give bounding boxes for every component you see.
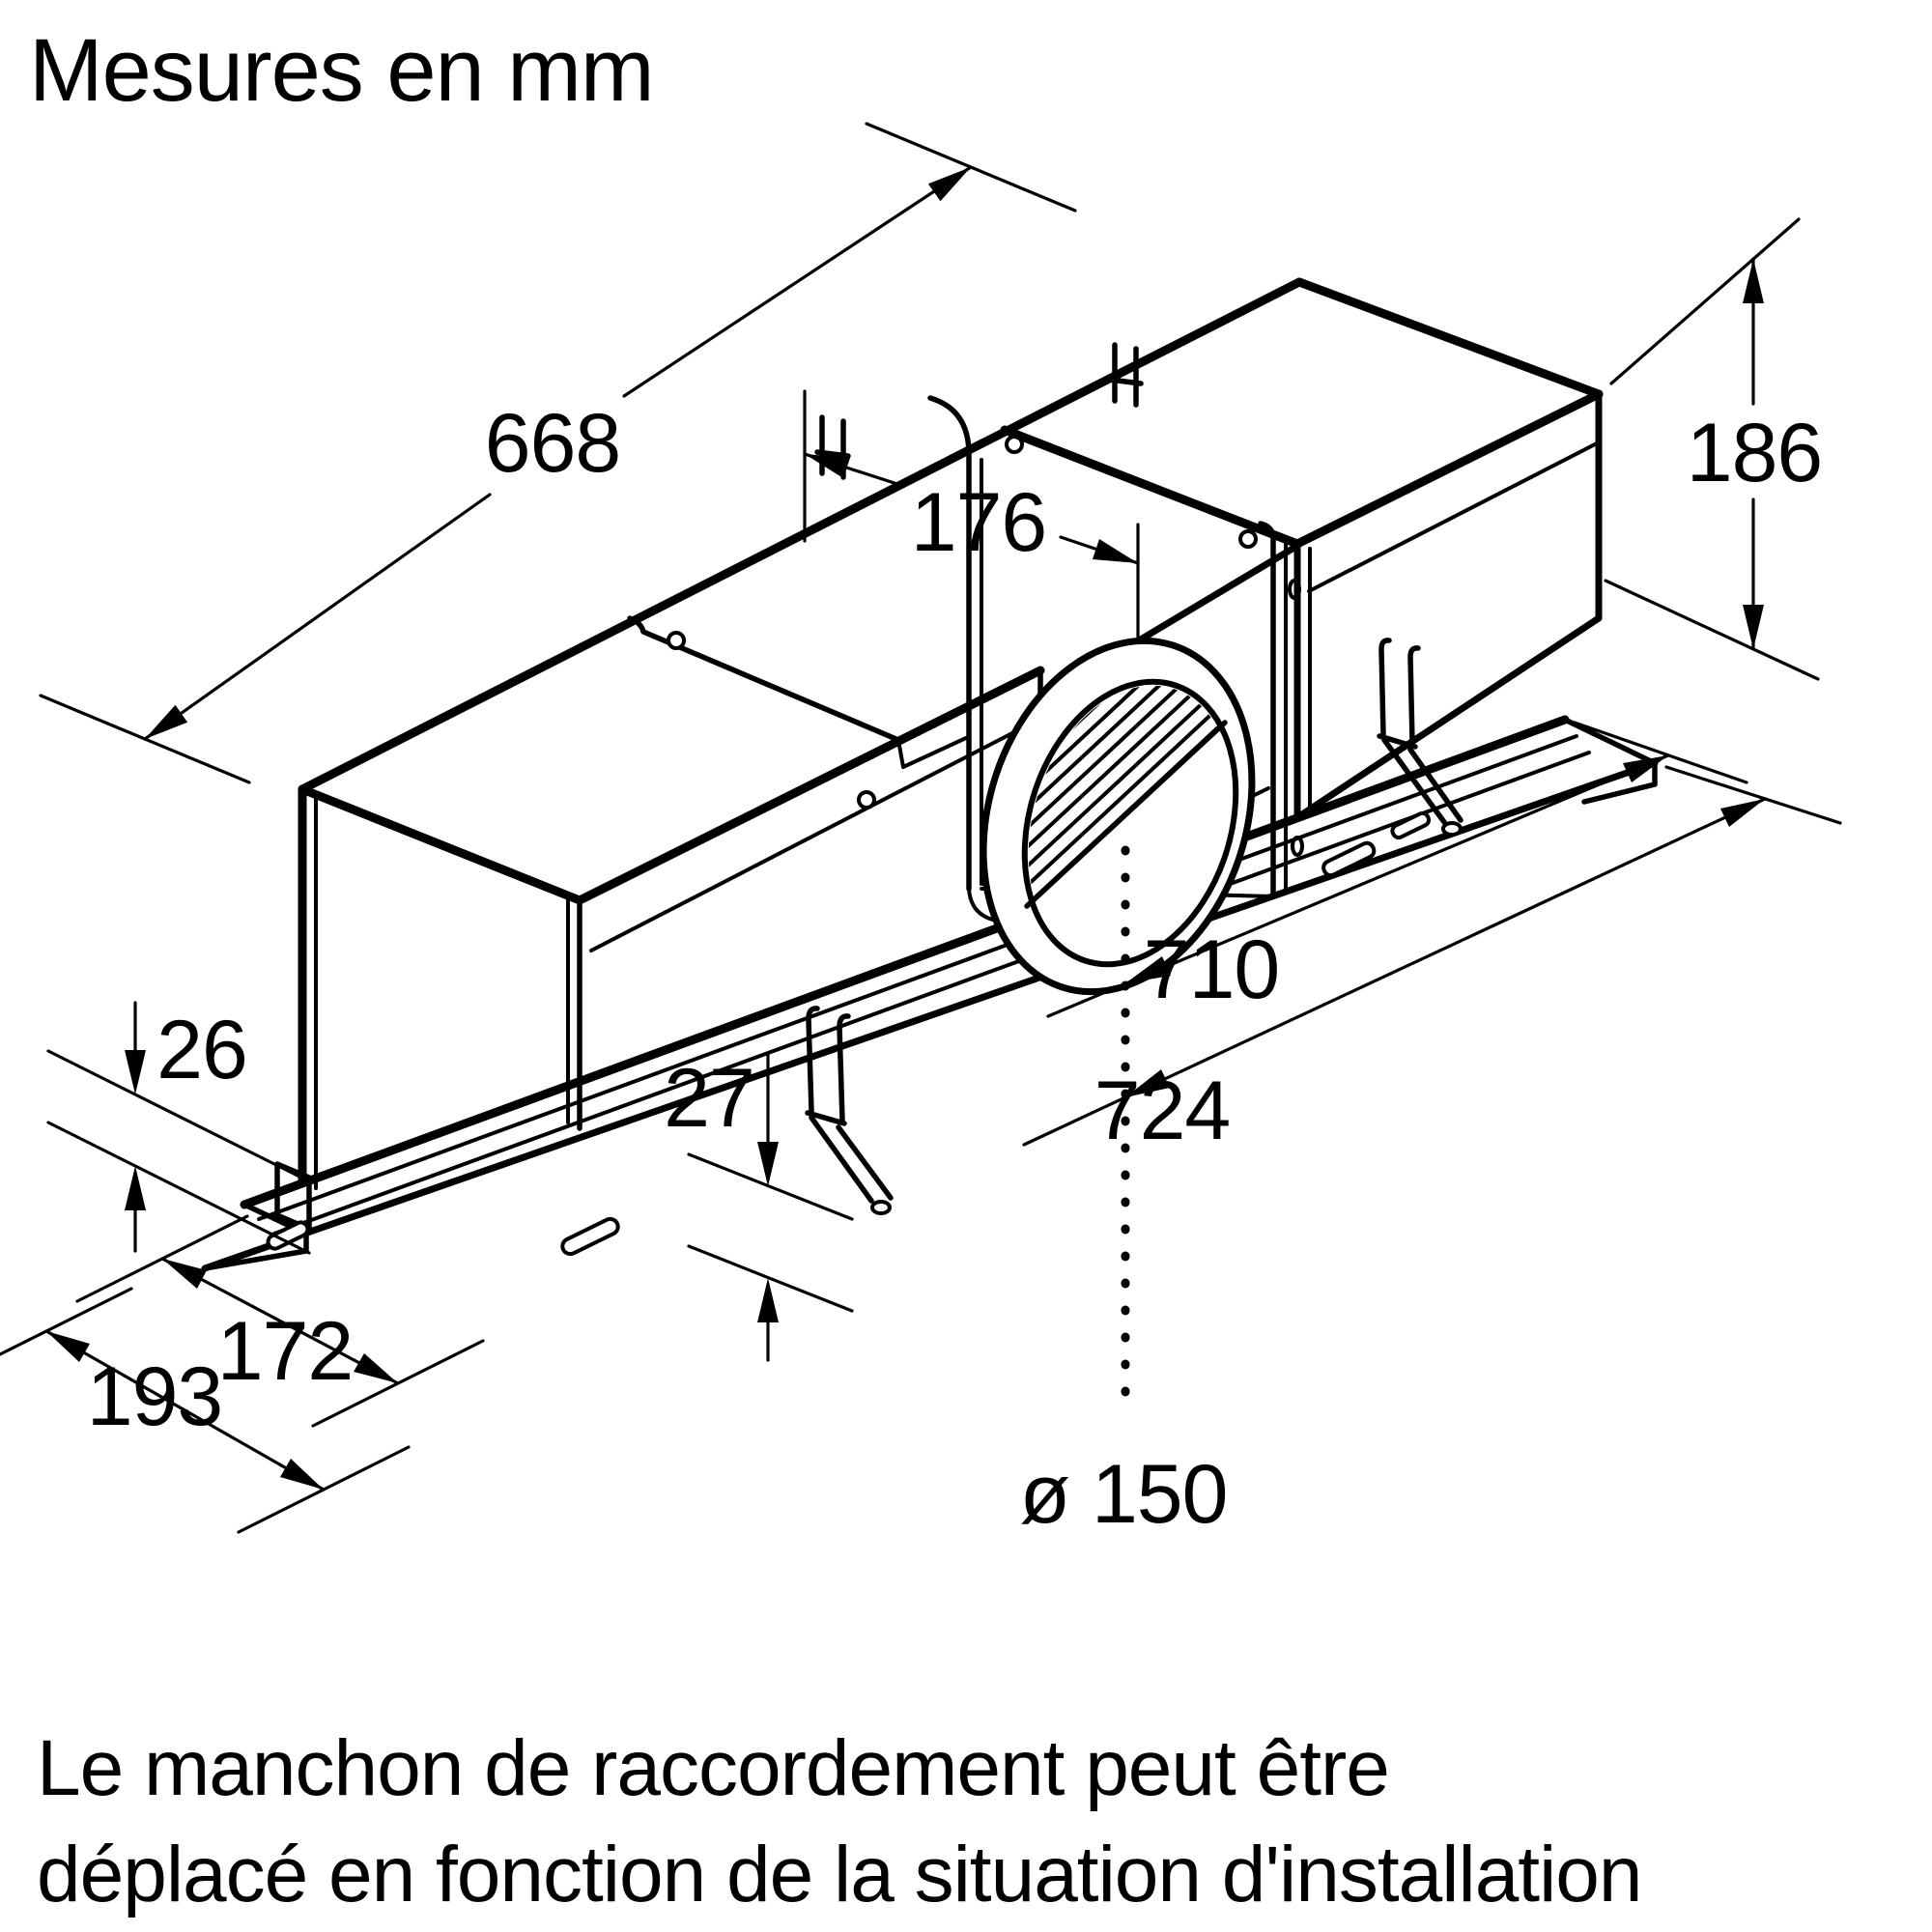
left-box-front-top-edge xyxy=(575,666,1045,905)
note-line-1: Le manchon de raccordement peut être xyxy=(37,1724,1389,1812)
dim-724-label: 724 xyxy=(1094,1065,1231,1157)
dim-27-label: 27 xyxy=(664,1052,754,1145)
screw-hole xyxy=(1238,529,1258,549)
right-box-top-left-edge xyxy=(1000,425,1302,549)
arrowhead xyxy=(1623,755,1668,782)
dim-line xyxy=(143,165,973,741)
clip-prongs xyxy=(806,1006,851,1123)
frame-plate-bottom-edge xyxy=(201,759,1659,1272)
dim-186-label: 186 xyxy=(1687,407,1823,499)
clip-spring xyxy=(1377,733,1463,825)
frame-slot xyxy=(1321,840,1377,878)
dimension-193: 193 xyxy=(0,1287,411,1534)
plate-left-edge xyxy=(927,395,972,892)
arrowhead xyxy=(805,454,850,478)
frame-slot xyxy=(266,1220,310,1251)
note-line-2: déplacé en fonction de la situation d'in… xyxy=(37,1831,1642,1918)
screw-hole xyxy=(667,631,686,650)
dimension-710: 710 xyxy=(1046,721,1748,1018)
dimension-724: 724 xyxy=(1022,765,1842,1157)
unit-right-top-edge xyxy=(1294,277,1604,399)
mounting-frame xyxy=(201,715,1659,1272)
duct-collar xyxy=(980,637,1266,996)
right-box-bottom-edge xyxy=(1298,614,1603,818)
frame-right-end xyxy=(1562,717,1658,805)
arrowhead xyxy=(46,1331,90,1362)
dimension-186: 186 xyxy=(1604,217,1823,681)
clip-foot xyxy=(870,1200,892,1215)
rear-clip-right xyxy=(1107,342,1144,408)
dimension-176: 176 xyxy=(803,389,1140,569)
arrowhead xyxy=(280,1459,324,1490)
arrowhead xyxy=(125,1050,146,1094)
dim-26-label: 26 xyxy=(156,1004,247,1096)
collar-inner-ring xyxy=(1021,678,1239,968)
extension-line xyxy=(1604,217,1820,681)
arrowhead xyxy=(1743,259,1764,303)
arrowhead xyxy=(162,1259,207,1289)
front-clip-right xyxy=(1377,638,1463,837)
frame-slot xyxy=(1390,810,1432,840)
dimension-172: 172 xyxy=(75,1214,485,1428)
dim-line xyxy=(44,1329,326,1492)
frame-front-top-edge xyxy=(240,715,1570,1209)
dimension-668: 668 xyxy=(39,122,1077,784)
clip-spring xyxy=(805,1110,894,1204)
arrowhead xyxy=(757,1142,779,1186)
arrowhead xyxy=(1720,799,1765,827)
unit-back-top-edge xyxy=(298,277,1304,794)
recess-left-edge xyxy=(627,615,901,743)
arrowhead xyxy=(354,1353,398,1383)
arrowhead xyxy=(1743,605,1764,649)
extension-line xyxy=(1664,765,1842,825)
frame-left-end xyxy=(202,1202,309,1271)
dim-710-label: 710 xyxy=(1144,923,1280,1016)
arrowhead xyxy=(1093,539,1138,563)
arrowhead xyxy=(757,1278,779,1322)
dimension-27: 27 xyxy=(664,1052,854,1362)
plate-right-edge xyxy=(1258,521,1276,899)
screw-hole xyxy=(857,790,876,810)
arrowhead xyxy=(1125,956,1171,983)
recess-left-step xyxy=(896,736,968,769)
right-box-seam xyxy=(1307,440,1601,593)
dim-172-label: 172 xyxy=(217,1305,354,1398)
left-box-seam xyxy=(589,717,1042,952)
clip-prongs xyxy=(1378,638,1421,745)
clip-prongs xyxy=(1107,342,1144,408)
arrowhead xyxy=(927,167,971,202)
dimension-26: 26 xyxy=(46,1001,311,1255)
unit-left-top-edge xyxy=(298,784,584,905)
right-box-front-top-edge xyxy=(1293,389,1604,549)
arrowhead xyxy=(1125,1069,1170,1097)
dim-668-label: 668 xyxy=(485,397,621,490)
dim-150-label: ø 150 xyxy=(1020,1448,1228,1541)
extension-line xyxy=(687,1152,854,1313)
frame-lip-inner-edge xyxy=(272,751,1591,1236)
arrowhead xyxy=(125,1166,146,1210)
drawing-title: Mesures en mm xyxy=(29,21,654,120)
extension-line xyxy=(1573,721,1748,784)
extension-line xyxy=(46,1049,311,1255)
dim-176-label: 176 xyxy=(911,476,1047,569)
collar-chord xyxy=(1024,720,1228,909)
front-clip-middle xyxy=(805,1006,894,1215)
dim-193-label: 193 xyxy=(87,1350,223,1443)
frame-slot xyxy=(560,1216,620,1257)
arrowhead xyxy=(145,704,188,739)
clip-foot xyxy=(1441,821,1463,837)
frame-lip-edge xyxy=(257,734,1578,1221)
